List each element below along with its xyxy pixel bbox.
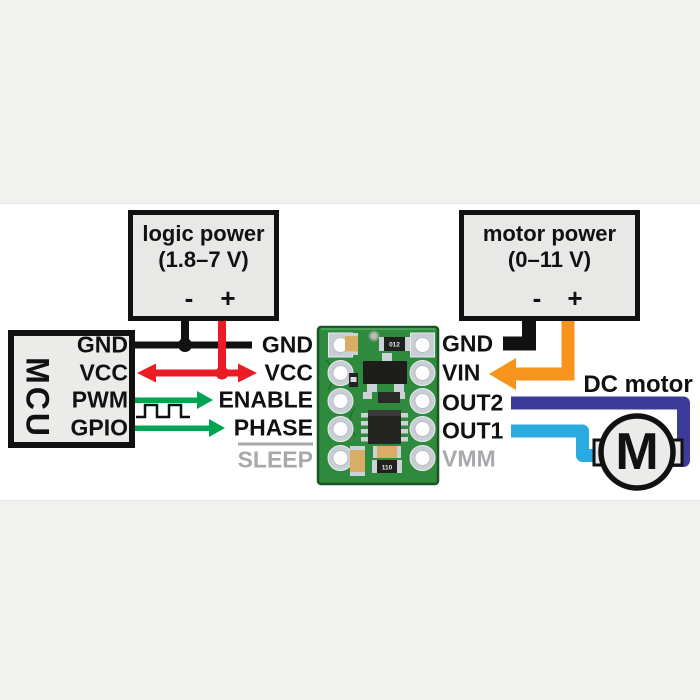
logic-minus-terminal: - (184, 283, 194, 313)
dc-motor-label: DC motor (583, 371, 693, 398)
sleep-overline: SLEEP (237, 442, 313, 474)
top-background-band (0, 0, 700, 204)
mcu-label: MCU (19, 357, 56, 439)
mcu-pin-pwm: PWM (71, 386, 128, 413)
capacitor-bottom-left (350, 450, 365, 472)
bottom-background-band (0, 500, 700, 700)
gnd-wire-left (134, 341, 252, 349)
motor-power-box: motor power (0–11 V) - + (459, 210, 640, 321)
motor-minus-wire-h (503, 336, 536, 351)
board-pin-sleep: SLEEP (237, 442, 313, 474)
logic-power-title: logic power (142, 221, 265, 246)
vcc-arrowhead-right (238, 363, 257, 383)
motor-minus-terminal: - (532, 283, 542, 313)
board-pin-phase: PHASE (233, 414, 313, 441)
mcu-pin-vcc: VCC (79, 359, 128, 386)
mcu-pin-gnd: GND (76, 331, 128, 358)
board-pin-vin: VIN (442, 359, 481, 386)
board-pin-out1: OUT1 (442, 417, 504, 444)
enable-wire (134, 397, 200, 403)
driver-board-pcb: 012 (316, 325, 440, 486)
board-pin-gnd-right: GND (442, 330, 494, 357)
logic-power-range: (1.8–7 V) (158, 247, 249, 272)
board-pin-out2: OUT2 (442, 389, 504, 416)
capacitor-top (345, 336, 358, 352)
driver-ic (368, 410, 401, 444)
resistor-top (379, 337, 410, 351)
motor-plus-terminal: + (567, 283, 583, 313)
logic-plus-terminal: + (220, 283, 236, 313)
vin-arrowhead (489, 358, 516, 390)
resistor-bottom (372, 460, 402, 473)
board-pin-vcc: VCC (264, 359, 313, 386)
vcc-junction-dot (215, 366, 229, 380)
vcc-wire (150, 369, 246, 377)
mcu-pin-gpio: GPIO (70, 414, 128, 441)
logic-power-box: logic power (1.8–7 V) - + (128, 210, 279, 321)
logic-minus-wire (181, 315, 189, 348)
resistor-top-marking: 012 (389, 342, 400, 349)
phase-wire (134, 425, 212, 431)
enable-arrowhead (197, 391, 213, 409)
phase-arrowhead (209, 419, 225, 437)
motor-power-range: (0–11 V) (507, 247, 592, 272)
logic-plus-wire (218, 315, 226, 375)
mcu-box (8, 330, 135, 448)
resistor-bottom-marking: 110 (382, 465, 393, 472)
vin-wire (516, 314, 575, 381)
board-pin-enable: ENABLE (218, 386, 313, 413)
small-component-2 (378, 392, 400, 403)
pwm-waveform-icon (136, 403, 190, 419)
gnd-junction-dot (178, 338, 192, 352)
capacitor-bottom-mid (377, 446, 397, 458)
motor-symbol: M (615, 422, 659, 481)
vcc-arrowhead-left (137, 363, 156, 383)
board-pin-gnd-left: GND (261, 331, 313, 358)
out1-wire (511, 424, 597, 462)
board-pin-vmm: VMM (442, 445, 496, 472)
sot23-transistor (363, 361, 407, 384)
motor-power-title: motor power (482, 221, 617, 246)
motor-body (598, 413, 676, 491)
